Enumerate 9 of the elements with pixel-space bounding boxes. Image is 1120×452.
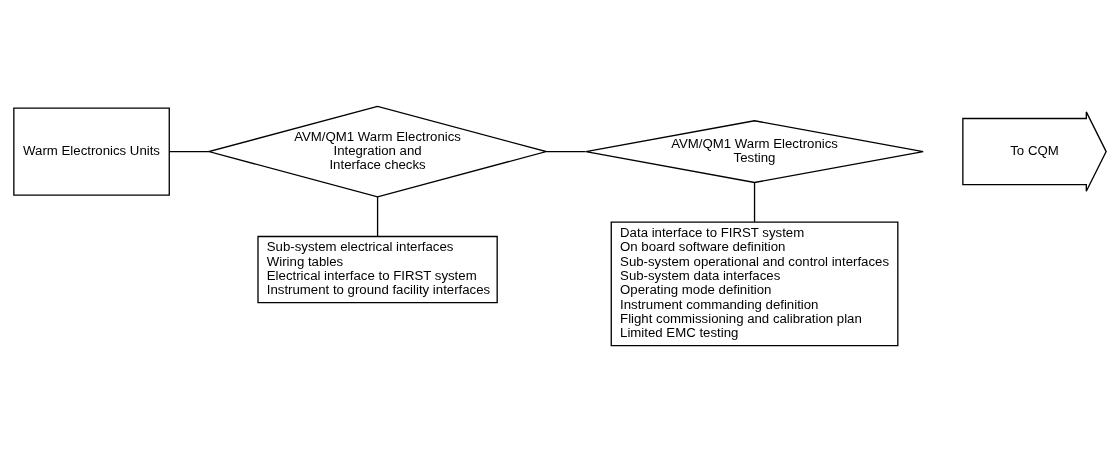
- node-diamond: AVM/QM1 Warm Electronics Integration and Interface checks: [206, 105, 549, 198]
- connector: [376, 196, 379, 238]
- node-box: Data interface to FIRST system On board software definition Sub-system operational and control interfaces Sub-system data interfaces Operating mode definition Instrument commanding definition Flight commissioning and calibration plan Limited EMC testing: [610, 221, 899, 347]
- node-box: Warm Electronics Units: [13, 107, 170, 196]
- connector: [168, 150, 210, 153]
- node-diamond: AVM/QM1 Warm Electronics Testing: [585, 120, 924, 184]
- connector: [753, 182, 756, 223]
- node-box: Sub-system electrical interfaces Wiring tables Electrical interface to FIRST system Instrument to ground facility interfaces: [257, 235, 498, 304]
- connector: [545, 150, 587, 153]
